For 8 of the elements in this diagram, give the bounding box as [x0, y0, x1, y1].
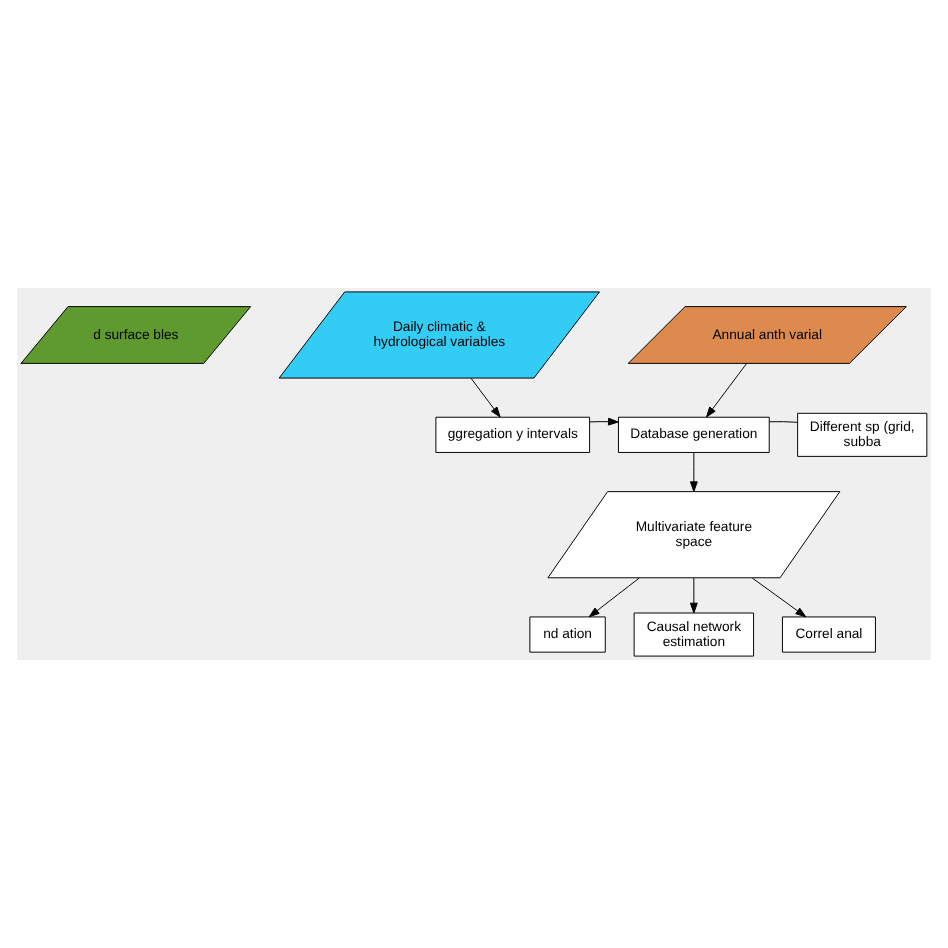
arrow [689, 452, 698, 493]
arrow [751, 577, 807, 618]
arrow [589, 417, 619, 426]
arrow [689, 577, 698, 614]
arrow [706, 363, 748, 418]
arrow [470, 377, 501, 418]
connector [769, 421, 798, 423]
arrow [588, 577, 640, 618]
